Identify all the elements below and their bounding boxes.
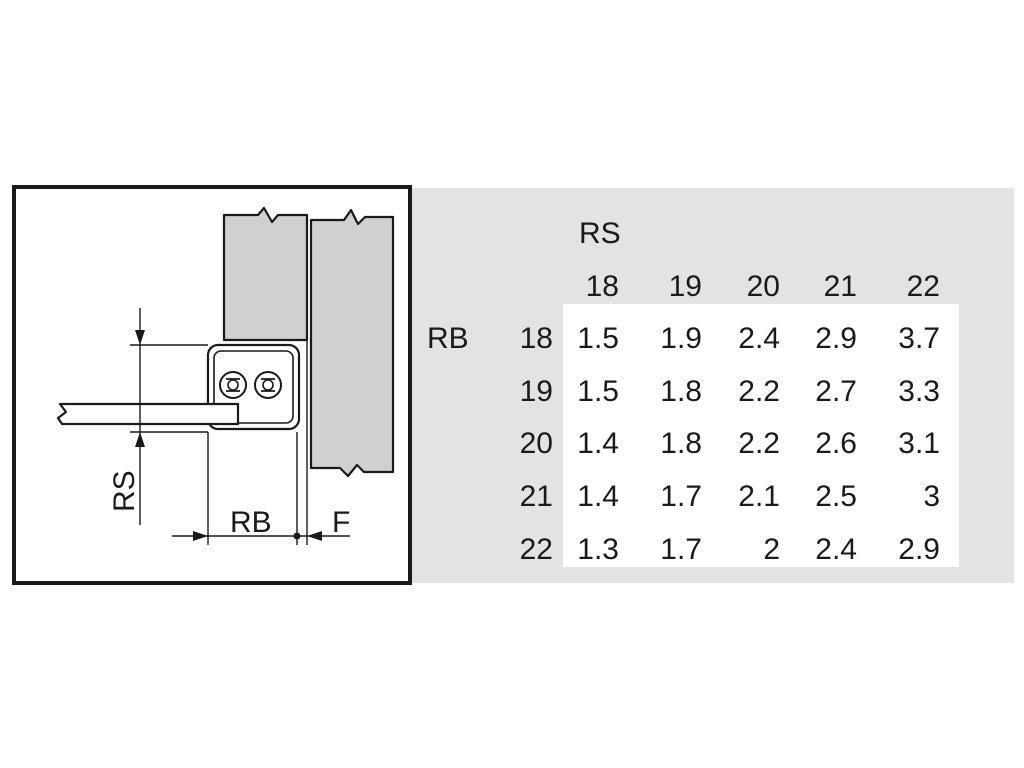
table-cell: 1.7: [660, 533, 702, 566]
table-values-background: [563, 304, 959, 567]
table-row-header-18: 18: [520, 322, 553, 355]
table-cell: 2.6: [815, 427, 857, 460]
table-cell: 2.4: [815, 533, 857, 566]
table-cell: 1.3: [577, 533, 619, 566]
table-cell: 3: [923, 480, 940, 513]
table-column-header-title: RS: [579, 217, 621, 250]
installation-diagram: RS RB F: [12, 185, 412, 585]
table-column-header-19: 19: [669, 270, 702, 303]
table-cell: 2.1: [738, 480, 780, 513]
table-cell: 2.7: [815, 375, 857, 408]
table-cell: 3.3: [898, 375, 940, 408]
table-cell: 1.4: [577, 480, 619, 513]
table-cell: 2.4: [738, 322, 780, 355]
table-cell: 3.7: [898, 322, 940, 355]
table-cell: 2.9: [815, 322, 857, 355]
table-cell: 2: [763, 533, 780, 566]
dimension-label-rs: RS: [108, 470, 141, 512]
clearance-table: RS RB 18 19 20 21 22 18 1.5 1.9 2.4 2.9 3.7 19 1.5 1.…: [427, 217, 940, 566]
table-row-header-21: 21: [520, 480, 553, 513]
table-cell: 1.4: [577, 427, 619, 460]
table-cell: 1.5: [577, 375, 619, 408]
drawer-bottom-panel: [56, 402, 240, 426]
table-cell: 2.2: [738, 427, 780, 460]
table-cell: 2.2: [738, 375, 780, 408]
table-row-header-title: RB: [427, 322, 469, 355]
table-row-header-22: 22: [520, 533, 553, 566]
table-cell: 1.8: [660, 375, 702, 408]
table-cell: 2.9: [898, 533, 940, 566]
dimension-arrows: [135, 330, 322, 541]
table-column-header-20: 20: [747, 270, 780, 303]
table-cell: 2.5: [815, 480, 857, 513]
table-cell: 1.7: [660, 480, 702, 513]
side-panel-right-board: [309, 208, 395, 478]
table-cell: 1.8: [660, 427, 702, 460]
table-column-header-21: 21: [824, 270, 857, 303]
table-cell: 1.9: [660, 322, 702, 355]
table-column-header-18: 18: [586, 270, 619, 303]
table-row-header-20: 20: [520, 427, 553, 460]
table-cell: 1.5: [577, 322, 619, 355]
dimension-label-rb: RB: [230, 506, 272, 539]
dimension-label-f: F: [332, 506, 350, 539]
table-column-header-22: 22: [907, 270, 940, 303]
side-panel-left-board: [222, 206, 309, 342]
table-row-header-19: 19: [520, 375, 553, 408]
table-cell: 3.1: [898, 427, 940, 460]
